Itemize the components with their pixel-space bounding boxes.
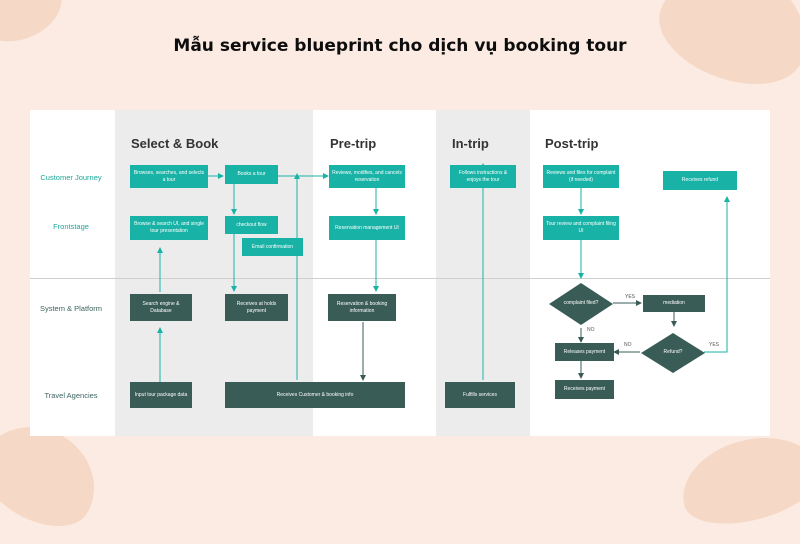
blueprint-board: Select & Book Pre-trip In-trip Post-trip… [30,110,770,436]
box-search-engine-database: Search engine & Database [130,294,192,321]
phase-pre-trip: Pre-trip [330,136,377,151]
box-reservation-ui: Reservation management UI [329,216,405,240]
phase-post-trip: Post-trip [545,136,599,151]
branch-yes-label: YES [625,294,636,300]
box-fulfills-services: Fulfills services [445,382,515,408]
line-of-visibility [30,278,770,279]
lane-frontstage: Frontstage [53,222,89,231]
box-browse-search-ui: Browse & search UI, and single tour pres… [130,216,208,240]
box-browses-selects-tour: Browses, searches, and selects a tour [130,165,208,188]
box-receives-refund: Receives refund [663,171,737,190]
box-receives-payment: Receives payment [555,380,614,399]
box-holds-payment: Receives at holds payment [225,294,288,321]
branch-yes-label: YES [709,342,720,348]
box-reviews-modifies-reservation: Reviews, modifies, and cancels reservati… [329,165,405,188]
decision-complaint-label: complaint filed? [563,300,599,306]
decision-refund [641,333,705,373]
lane-travel-agencies: Travel Agencies [44,391,98,400]
box-follows-instructions: Follows instructions & enjoys the tour [450,165,516,188]
box-books-tour: Books a tour [225,165,278,184]
phase-select-book: Select & Book [131,136,219,151]
box-email-confirmation: Email confirmation [242,238,303,256]
lane-customer-journey: Customer Journey [40,173,102,182]
box-mediation: mediation [643,295,705,312]
box-releases-payment: Releases payment [555,343,614,361]
phase-column-bg [115,110,313,436]
page-title: Mẫu service blueprint cho dịch vụ bookin… [173,36,627,56]
phase-in-trip: In-trip [452,136,489,151]
lane-system-platform: System & Platform [39,304,103,313]
box-reviews-files-complaint: Reviews and files for complaint (if need… [543,165,619,188]
box-receives-customer-booking: Receives Customer & booking info [225,382,405,408]
box-reservation-booking-info: Reservation & booking information [328,294,396,321]
box-checkout-flow: checkout flow [225,216,278,234]
branch-no-label: NO [624,342,632,348]
box-input-tour-package: Input tour package data [130,382,192,408]
decor-leaf [672,423,800,537]
decision-complaint-filed [549,283,613,325]
branch-no-label: NO [587,327,595,333]
box-tour-review-ui: Tour review and complaint filing UI [543,216,619,240]
connector-lines [157,163,730,382]
decision-refund-label: Refund? [663,349,683,355]
